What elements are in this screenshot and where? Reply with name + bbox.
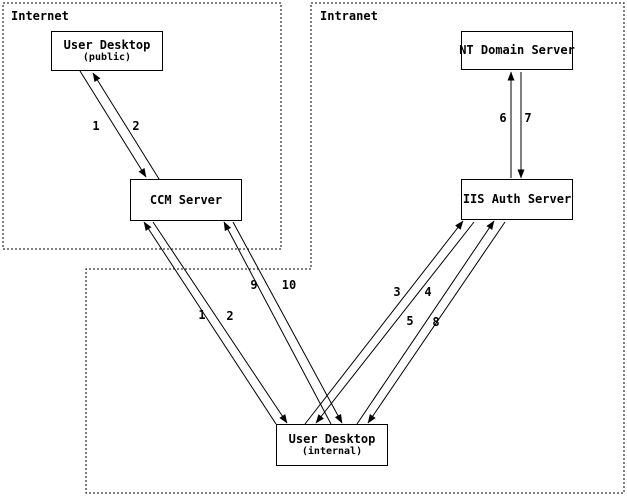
node-subtitle: (internal) bbox=[301, 446, 363, 457]
edge-line-1-public bbox=[79, 70, 147, 178]
intranet-zone-outline bbox=[85, 2, 625, 494]
edge-label-3: 3 bbox=[393, 285, 401, 299]
node-ccm-server: CCM Server bbox=[130, 179, 242, 221]
edge-label-1-internal: 1 bbox=[198, 308, 206, 322]
internet-zone-label: Internet bbox=[11, 9, 69, 23]
node-user-desktop-public: User Desktop (public) bbox=[51, 31, 163, 71]
node-title: IIS Auth Server bbox=[462, 192, 572, 206]
node-subtitle: (public) bbox=[82, 52, 132, 63]
node-user-desktop-internal: User Desktop (internal) bbox=[276, 424, 388, 466]
node-title: NT Domain Server bbox=[459, 43, 575, 57]
edge-line-10 bbox=[232, 221, 343, 424]
edge-label-5: 5 bbox=[406, 314, 414, 328]
edge-line-9 bbox=[223, 221, 332, 425]
node-iis-auth-server: IIS Auth Server bbox=[461, 179, 573, 220]
node-nt-domain-server: NT Domain Server bbox=[459, 31, 575, 70]
edge-line-5 bbox=[356, 220, 495, 425]
edge-label-4: 4 bbox=[424, 285, 432, 299]
edge-line-2-internal bbox=[152, 221, 288, 424]
edge-label-9: 9 bbox=[250, 278, 258, 292]
edge-label-8: 8 bbox=[432, 315, 440, 329]
edge-label-2-public: 2 bbox=[132, 119, 140, 133]
edge-line-4 bbox=[315, 221, 475, 424]
node-title: User Desktop bbox=[63, 38, 151, 52]
edge-label-7: 7 bbox=[524, 111, 532, 125]
edge-label-2-internal: 2 bbox=[226, 309, 234, 323]
internet-zone-outline bbox=[2, 2, 282, 250]
edge-line-1-internal bbox=[143, 221, 277, 425]
edge-label-10: 10 bbox=[281, 278, 297, 292]
edge-line-3 bbox=[304, 220, 464, 425]
edge-line-8 bbox=[367, 221, 506, 424]
node-title: CCM Server bbox=[149, 192, 223, 207]
edge-label-6: 6 bbox=[499, 111, 507, 125]
edge-line-2-public bbox=[92, 72, 160, 180]
edge-label-1-public: 1 bbox=[92, 119, 100, 133]
node-title: User Desktop bbox=[288, 432, 376, 446]
intranet-zone-label: Intranet bbox=[320, 9, 378, 23]
